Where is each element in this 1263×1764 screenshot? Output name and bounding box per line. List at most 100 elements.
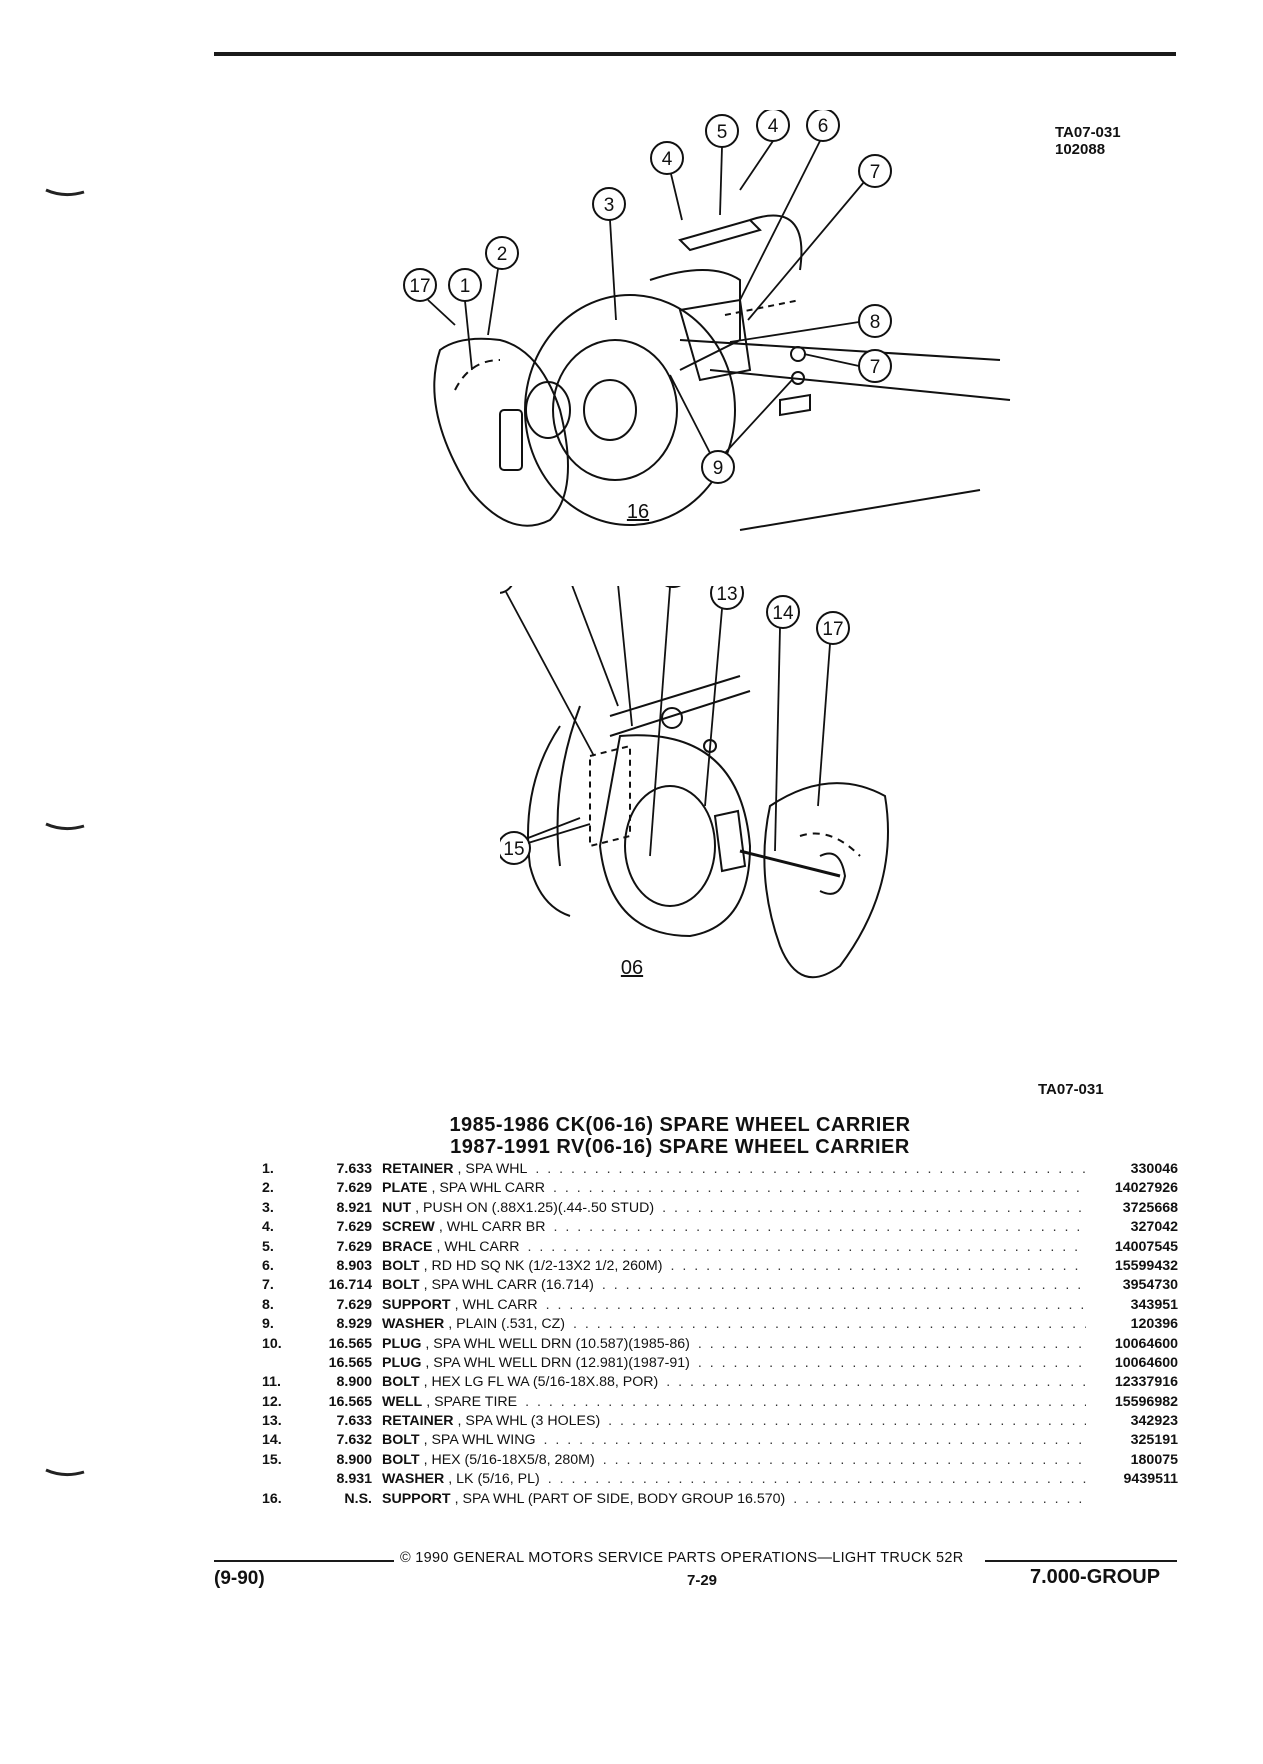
part-description: WASHER, PLAIN (.531, CZ) xyxy=(382,1315,1086,1334)
item-number: 8. xyxy=(262,1296,274,1313)
callout-number: 3 xyxy=(604,195,615,216)
wing-bolt xyxy=(739,849,841,878)
item-number: 9. xyxy=(262,1316,274,1333)
spare-tire-rim xyxy=(552,339,678,481)
part-detail: , SPA WHL WELL DRN (10.587)(1985-86) xyxy=(425,1335,690,1352)
leader-dots xyxy=(545,1179,1086,1198)
part-name: SUPPORT xyxy=(382,1296,451,1313)
section-title: 1987-1991 RV(06-16) SPARE WHEEL CARRIER xyxy=(450,1136,910,1158)
part-detail: , SPA WHL CARR xyxy=(431,1180,545,1197)
item-number: 2. xyxy=(262,1180,274,1197)
part-detail: , SPA WHL WELL DRN (12.981)(1987-91) xyxy=(425,1354,690,1371)
leader-dots xyxy=(519,1238,1086,1257)
part-description: WASHER, LK (5/16, PL) xyxy=(382,1470,1086,1489)
part-detail: , PUSH ON (.88X1.25)(.44-.50 STUD) xyxy=(415,1199,655,1216)
part-number: 120396 xyxy=(1130,1316,1178,1333)
item-number: 13. xyxy=(262,1413,282,1430)
part-name: BOLT xyxy=(382,1277,420,1294)
group-number: 7.632 xyxy=(336,1432,372,1449)
tire-well-hub xyxy=(624,785,716,907)
part-description: BOLT, HEX LG FL WA (5/16-18X.88, POR) xyxy=(382,1373,1086,1392)
tire-cover-opening xyxy=(454,359,501,391)
part-number: 14007545 xyxy=(1114,1238,1178,1255)
part-number xyxy=(1086,1490,1178,1509)
part-detail: , SPA WHL xyxy=(457,1161,528,1177)
part-name: PLUG xyxy=(382,1354,422,1371)
part-name: BOLT xyxy=(382,1374,420,1391)
part-number: 10064600 xyxy=(1114,1335,1178,1352)
part-name: RETAINER xyxy=(382,1413,454,1430)
figure-code-line: 102088 xyxy=(1055,141,1106,158)
callout-numbers: 17 1 2 3 4 5 4 6 7 8 7 9 xyxy=(409,116,880,479)
callout-circles xyxy=(500,586,850,865)
callout-number: 17 xyxy=(822,619,843,640)
bolt-line xyxy=(724,299,801,316)
tire-well-shape xyxy=(598,734,752,938)
group-number: 8.900 xyxy=(336,1451,372,1468)
tire-cover-inner xyxy=(799,832,861,857)
figure-code-top: TA07-031 102088 xyxy=(1055,124,1121,158)
support-shape xyxy=(678,298,752,382)
part-number: 342923 xyxy=(1130,1413,1178,1430)
part-name: BOLT xyxy=(382,1257,420,1274)
section-title: 1985-1986 CK(06-16) SPARE WHEEL CARRIER xyxy=(449,1114,911,1136)
callout-numbers: 16 10 11 12 13 14 17 15 xyxy=(500,586,844,860)
callout-number: 8 xyxy=(870,312,881,333)
item-number: 10. xyxy=(262,1335,282,1352)
callout-number: 14 xyxy=(772,603,794,624)
part-detail: , SPA WHL WING xyxy=(423,1432,536,1449)
wheelhouse xyxy=(556,705,581,867)
item-number: 4. xyxy=(262,1219,274,1236)
frame-rail xyxy=(679,339,1001,361)
callout-number: 16 xyxy=(500,586,509,589)
leader-dots xyxy=(546,1218,1087,1237)
part-name: PLATE xyxy=(382,1180,428,1197)
plate-shape xyxy=(525,381,571,439)
leader-dots xyxy=(540,1470,1086,1489)
upper-exploded-view: 17 1 2 3 4 5 4 6 7 8 7 9 16 xyxy=(403,110,1011,531)
item-number: 12. xyxy=(262,1393,282,1410)
group-number: 16.565 xyxy=(328,1393,372,1410)
footer-rule-right xyxy=(985,1560,1177,1562)
part-detail: , SPA WHL CARR (16.714) xyxy=(423,1277,594,1294)
part-name: BOLT xyxy=(382,1451,420,1468)
part-description: RETAINER, SPA WHL xyxy=(382,1160,1086,1179)
callout-number: 6 xyxy=(818,116,829,137)
part-name: NUT xyxy=(382,1199,412,1216)
frame-rail xyxy=(739,489,981,531)
part-detail: , RD HD SQ NK (1/2-13X2 1/2, 260M) xyxy=(423,1257,663,1274)
view-label-lower: 06 xyxy=(621,957,643,979)
part-name: PLUG xyxy=(382,1335,422,1352)
part-description: BOLT, SPA WHL CARR (16.714) xyxy=(382,1276,1086,1295)
part-description: BRACE, WHL CARR xyxy=(382,1238,1086,1257)
part-description: PLATE, SPA WHL CARR xyxy=(382,1179,1086,1198)
binding-mark xyxy=(45,822,85,831)
part-name: WASHER xyxy=(382,1316,445,1333)
wheelhouse xyxy=(527,725,571,917)
body-line xyxy=(609,675,741,717)
parts-row: 16.N.S.SUPPORT, SPA WHL (PART OF SIDE, B… xyxy=(262,1490,1178,1509)
item-number: 16. xyxy=(262,1490,282,1507)
section-titles: 1985-1986 CK(06-16) SPARE WHEEL CARRIER … xyxy=(380,1114,980,1158)
part-number: 10064600 xyxy=(1114,1354,1178,1371)
callout-number: 17 xyxy=(409,276,430,297)
callout-circles xyxy=(403,110,892,484)
item-number: 3. xyxy=(262,1199,274,1216)
item-number: 1. xyxy=(262,1161,274,1177)
callout-number: 4 xyxy=(768,116,779,137)
part-number: 15599432 xyxy=(1114,1257,1178,1274)
leader-dots xyxy=(565,1315,1086,1334)
part-number: 12337916 xyxy=(1114,1374,1178,1391)
group-number: 16.565 xyxy=(328,1354,372,1371)
group-number: 7.633 xyxy=(336,1413,372,1430)
callout-number: 4 xyxy=(662,149,673,170)
